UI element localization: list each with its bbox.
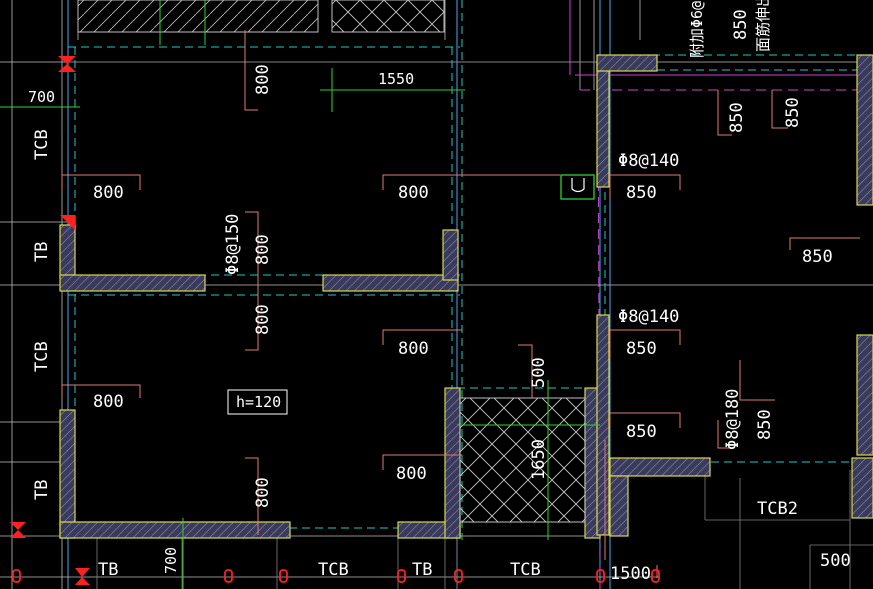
label-rebar140-b: Φ8@140 [618,307,679,327]
side-tcb1: TCB [32,129,52,160]
rebar-lines [61,30,860,578]
bottom-1500: 1500 [610,564,651,584]
label-800-left2: 800 [93,392,124,412]
red-rings [12,569,660,583]
top-hatch-box-1 [77,0,319,33]
side-labels: TCB TB TCB TB [32,129,52,500]
side-tcb2: TCB [32,341,52,372]
label-850-right: 850 [802,247,833,267]
bottom-700: 700 [162,547,180,574]
label-850-top2: 850 [783,97,803,128]
walls [59,54,873,539]
label-800-mid2: 800 [398,339,429,359]
bottom-tb2: TB [412,560,432,580]
section-symbol-mark [571,178,585,193]
label-700-left: 700 [28,88,55,106]
label-850-top1: 850 [727,102,747,133]
label-1650: 1650 [529,439,549,480]
label-800-mid3: 800 [396,464,427,484]
label-850-c: 850 [626,422,657,442]
side-tb2: TB [32,480,52,500]
label-850-a: 850 [626,183,657,203]
label-800-mid1: 800 [398,183,429,203]
label-850-v: 850 [755,409,775,440]
green-dims [0,0,600,589]
bottom-tcb1: TCB [318,560,349,580]
label-800-v-mid2: 800 [253,304,273,335]
bottom-tcb2: TCB [510,560,541,580]
section-symbol[interactable] [560,174,595,200]
side-tb1: TB [32,242,52,262]
h120-box[interactable] [227,389,288,415]
red-markers [10,56,90,585]
label-top-note2: 面筋伸出 [754,0,772,52]
label-h120: h=120 [236,393,281,411]
top-hatch-box-2 [331,0,445,33]
label-500-br: 500 [820,551,851,571]
label-rebar180: Φ8@180 [723,389,743,450]
label-850-vtop: 850 [731,9,751,40]
bottom-labels: TB 700 TCB TB TCB 1500 [98,547,651,584]
label-1550: 1550 [378,70,414,88]
label-rebar140-a: Φ8@140 [618,151,679,171]
grey-lines [68,61,873,589]
opening-cross-hatch [459,397,586,523]
label-850-b: 850 [626,339,657,359]
label-top-note: 附加Φ6@ [688,1,706,58]
label-800-v-top: 800 [253,64,273,95]
label-rebar150: Φ8@150 [223,214,243,275]
label-500: 500 [529,357,549,388]
label-800-v-mid: 800 [253,234,273,265]
label-800-v-bottom: 800 [253,477,273,508]
label-800-left1: 800 [93,183,124,203]
label-tcb2: TCB2 [757,499,798,519]
dimension-labels: 700 1550 800 800 800 Φ8@150 800 800 800 … [28,0,851,571]
bottom-tb1: TB [98,560,118,580]
